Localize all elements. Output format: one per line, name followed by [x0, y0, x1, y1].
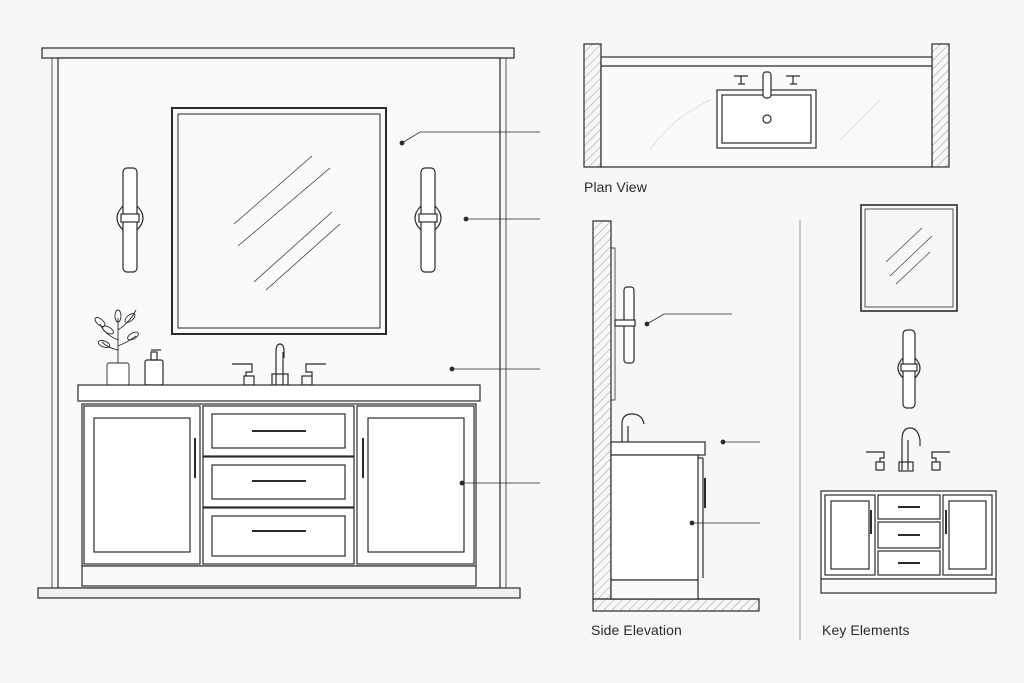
- side-countertop: [610, 441, 706, 456]
- left-sconce: [116, 167, 144, 273]
- floor-base: [37, 587, 521, 599]
- side-elevation: [592, 220, 760, 612]
- plan-left-wall: [583, 43, 602, 168]
- plan-view: [583, 43, 950, 168]
- right-sconce: [414, 167, 442, 273]
- front-leader-lines: [399, 131, 540, 486]
- key-faucet: [866, 427, 950, 472]
- plan-faucet: [734, 71, 800, 99]
- ceiling-trim: [41, 47, 515, 59]
- side-leader-lines: [644, 313, 760, 526]
- plan-right-wall: [931, 43, 950, 168]
- key-sconce: [897, 329, 921, 409]
- side-wall: [592, 220, 612, 600]
- key-vanity: [820, 490, 997, 594]
- countertop: [77, 384, 481, 402]
- front-elevation: [37, 47, 540, 599]
- key-elements: [820, 204, 997, 594]
- key-mirror: [860, 204, 958, 312]
- side-faucet: [621, 413, 645, 442]
- key-elements-label: Key Elements: [822, 622, 910, 638]
- plan-sink: [716, 89, 817, 149]
- potted-plant: [94, 309, 139, 386]
- mirror: [171, 107, 387, 335]
- plan-view-label: Plan View: [584, 179, 647, 195]
- side-sconce: [610, 247, 636, 401]
- side-floor: [592, 598, 760, 612]
- side-elevation-label: Side Elevation: [591, 622, 682, 638]
- vanity-cabinet: [81, 403, 477, 587]
- side-cabinet: [610, 454, 699, 581]
